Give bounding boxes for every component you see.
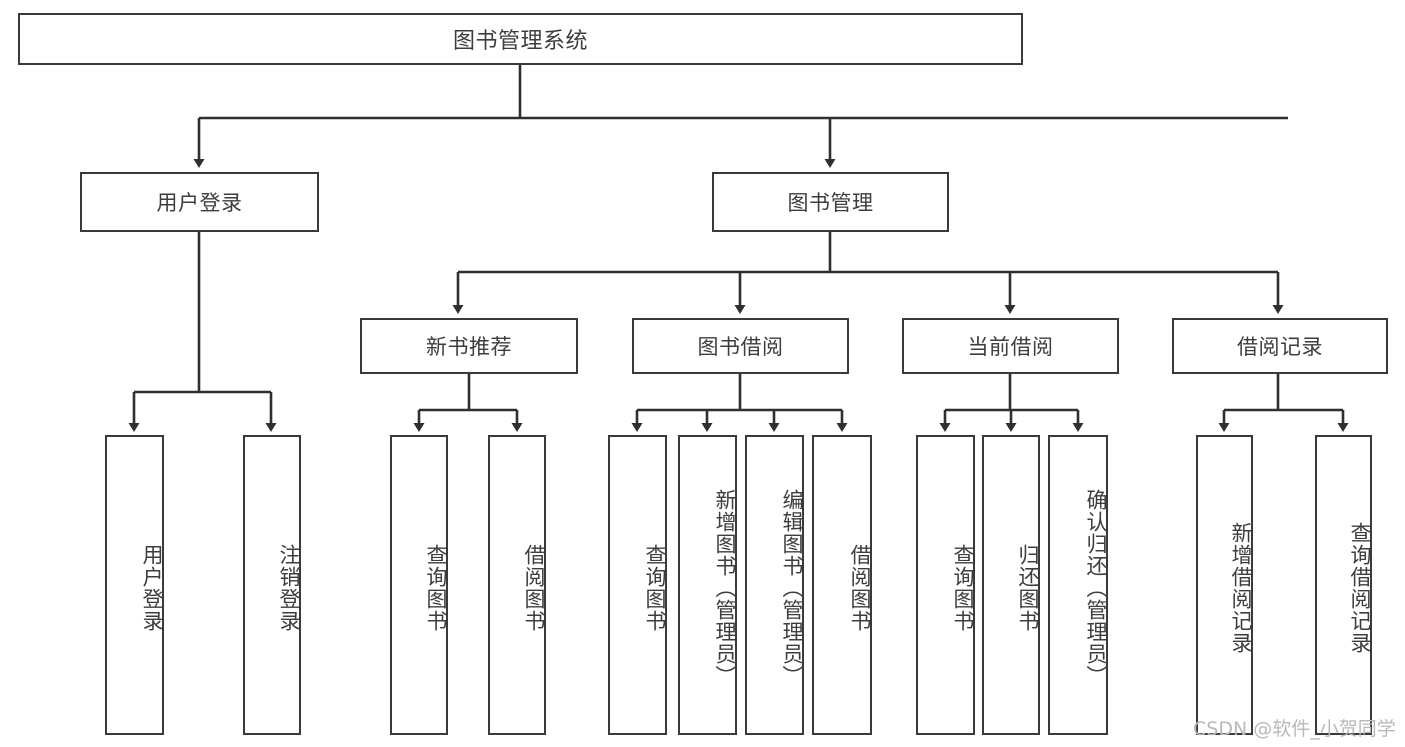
node-book-borrow[interactable]: 图书借阅: [632, 318, 849, 374]
csdn-watermark: CSDN @软件_小贺同学: [1193, 718, 1396, 740]
node-new-book-recommend[interactable]: 新书推荐: [360, 318, 578, 374]
node-leaf-label: 注销登录: [277, 544, 301, 632]
node-user-login-module[interactable]: 用户登录: [80, 172, 319, 232]
node-leaf-logout[interactable]: 注销登录: [243, 435, 301, 735]
node-leaf-label: 新增图书（管理员）: [713, 489, 737, 687]
node-leaf-label: 查询图书: [951, 544, 975, 632]
node-root-system[interactable]: 图书管理系统: [18, 13, 1023, 65]
node-leaf-label: 新增借阅记录: [1229, 522, 1253, 654]
node-leaf-label: 确认归还（管理员）: [1084, 489, 1108, 687]
node-book-management-module[interactable]: 图书管理: [712, 172, 949, 232]
node-leaf-label: 借阅图书: [848, 544, 872, 632]
node-leaf-label: 用户登录: [140, 544, 164, 632]
node-leaf-query-book-borrow[interactable]: 查询图书: [608, 435, 667, 735]
node-borrow-record[interactable]: 借阅记录: [1172, 318, 1388, 374]
node-leaf-label: 查询图书: [424, 544, 448, 632]
node-leaf-add-borrow-record[interactable]: 新增借阅记录: [1196, 435, 1253, 735]
node-leaf-confirm-return-admin[interactable]: 确认归还（管理员）: [1048, 435, 1108, 735]
node-leaf-label: 查询图书: [643, 544, 667, 632]
node-leaf-return-book[interactable]: 归还图书: [982, 435, 1040, 735]
node-leaf-label: 归还图书: [1016, 544, 1040, 632]
node-leaf-edit-book-admin[interactable]: 编辑图书（管理员）: [745, 435, 804, 735]
node-leaf-label: 借阅图书: [522, 544, 546, 632]
node-leaf-query-book-new[interactable]: 查询图书: [390, 435, 448, 735]
node-leaf-add-book-admin[interactable]: 新增图书（管理员）: [678, 435, 737, 735]
node-leaf-borrow-book-new[interactable]: 借阅图书: [488, 435, 546, 735]
node-leaf-query-book-current[interactable]: 查询图书: [916, 435, 975, 735]
node-leaf-borrow-book[interactable]: 借阅图书: [812, 435, 872, 735]
node-leaf-label: 查询借阅记录: [1348, 522, 1372, 654]
node-leaf-query-borrow-record[interactable]: 查询借阅记录: [1315, 435, 1372, 735]
node-leaf-label: 编辑图书（管理员）: [780, 489, 804, 687]
node-leaf-user-login[interactable]: 用户登录: [105, 435, 164, 735]
node-current-borrow[interactable]: 当前借阅: [902, 318, 1119, 374]
